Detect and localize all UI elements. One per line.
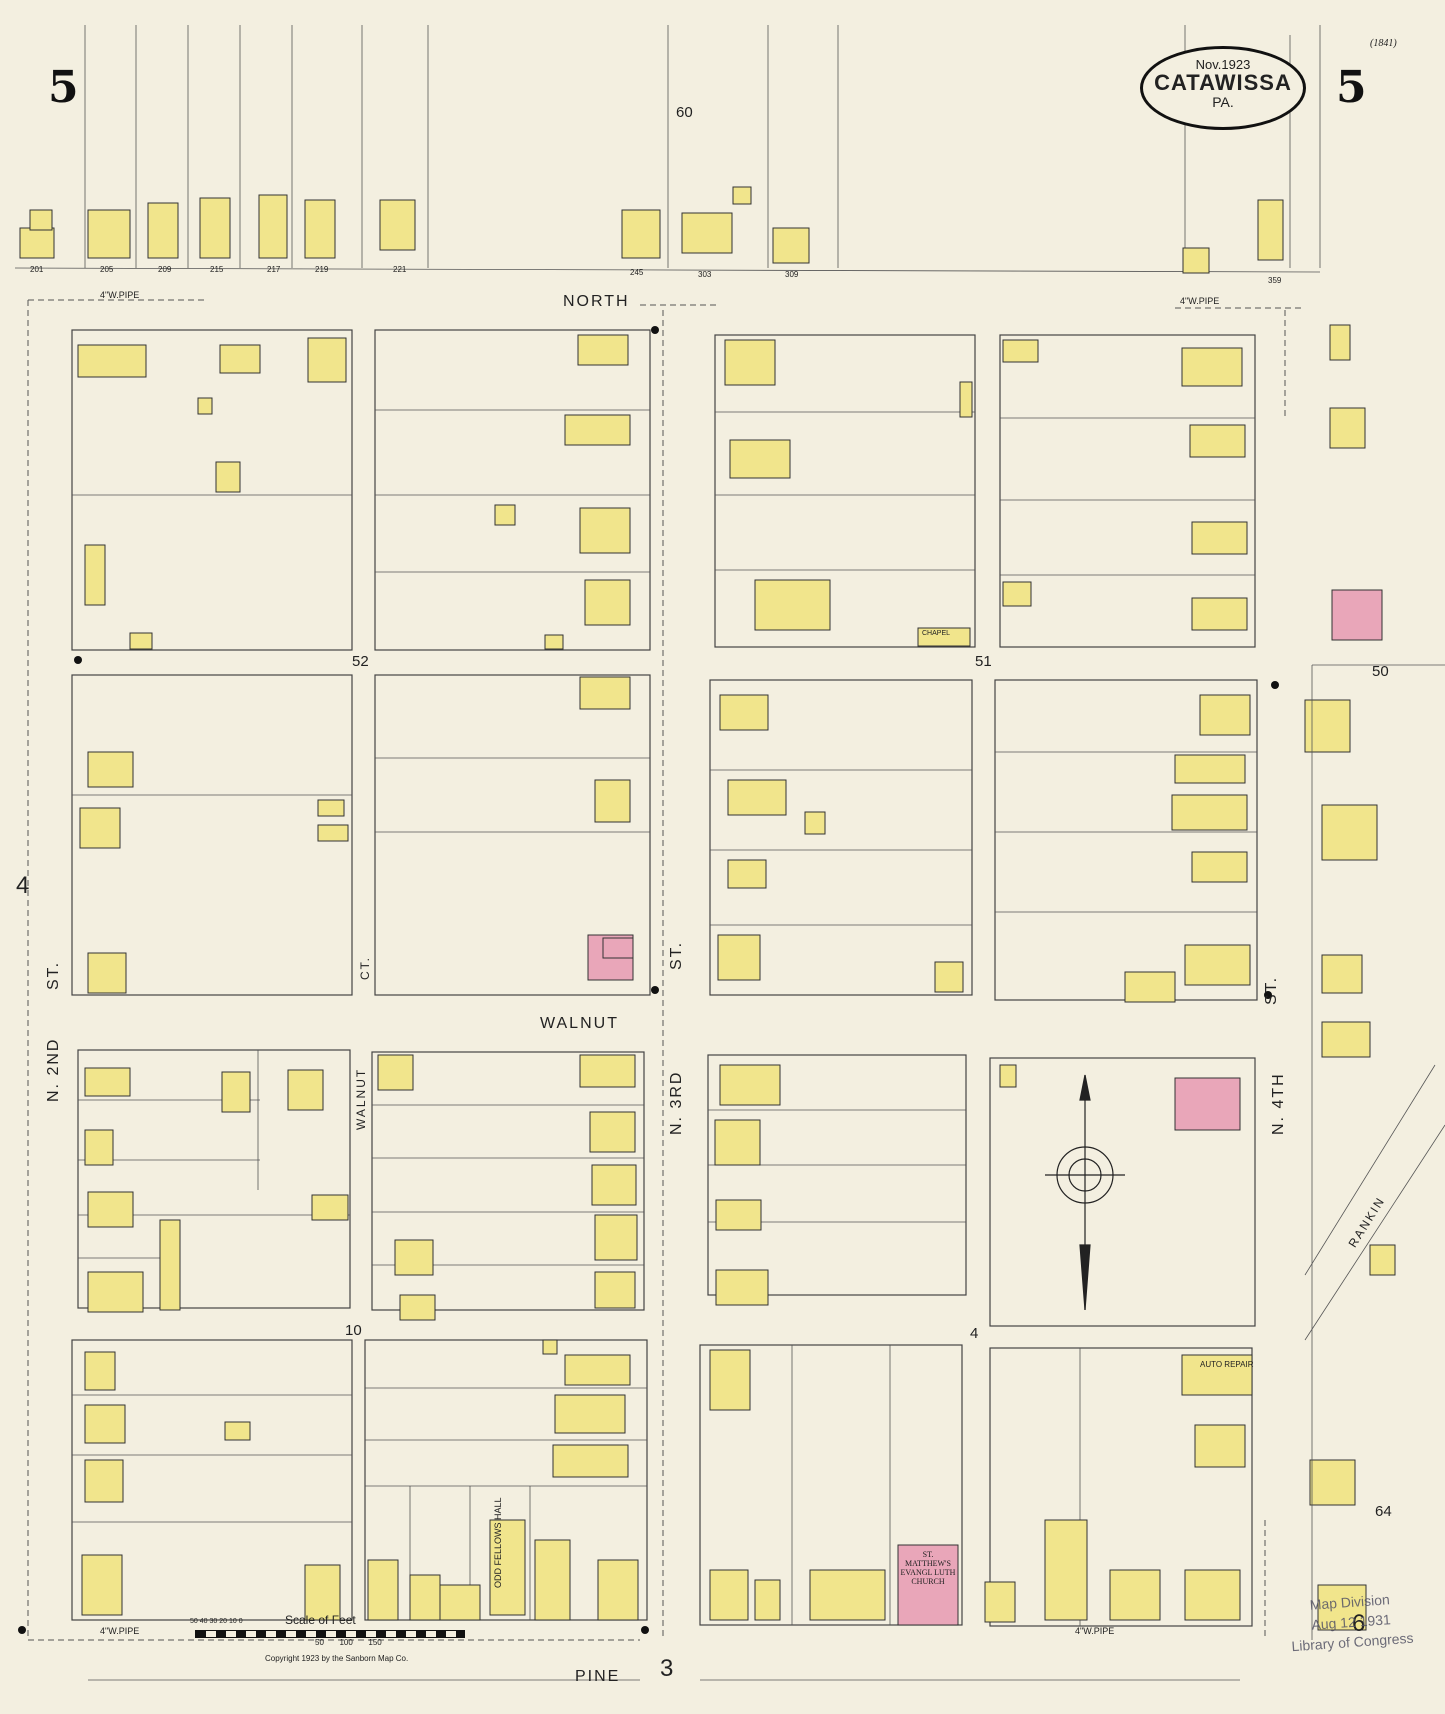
scale-ruler — [195, 1630, 465, 1638]
block-number: 10 — [345, 1322, 362, 1339]
scale-tick: 20 — [219, 1618, 228, 1625]
house-number: 303 — [698, 270, 712, 279]
street-n3rd-st: ST. — [668, 940, 685, 970]
house-number: 209 — [158, 265, 172, 274]
house-number: 221 — [393, 265, 407, 274]
street-north: NORTH — [563, 293, 630, 310]
pipe-label: 4"W.PIPE — [100, 1626, 140, 1636]
house-number: 205 — [100, 265, 114, 274]
street-pine: PINE — [575, 1668, 621, 1685]
street-walnut: WALNUT — [540, 1015, 619, 1032]
seal-state: PA. — [1212, 94, 1234, 110]
street-n2nd-st: ST. — [45, 960, 62, 990]
scale-tick: 50 — [190, 1618, 198, 1625]
brick-buildings — [587, 589, 1383, 1626]
adjoining-sheet-bottom: 3 — [660, 1655, 674, 1682]
library-stamp: Map Division Aug 12 1931 Library of Cong… — [1288, 1588, 1414, 1656]
block-number: 52 — [352, 653, 369, 670]
block-number: 50 — [1372, 663, 1389, 680]
sheet-ref: (1841) — [1370, 38, 1397, 49]
pipe-label: 4"W.PIPE — [1180, 296, 1220, 306]
water-pipes — [27, 299, 1305, 1641]
street-n2nd-name: N. 2ND — [45, 1037, 62, 1102]
street-walnut-ct-ct: CT. — [358, 956, 372, 980]
top-lot-lines — [14, 25, 1321, 273]
scale-tick: 50 — [315, 1638, 324, 1647]
scale-tick: 150 — [368, 1638, 382, 1647]
street-n4th-st: ST. — [1263, 975, 1280, 1005]
block-number: 51 — [975, 653, 992, 670]
sheet-number-right: 5 — [1336, 62, 1367, 113]
scale-tick: 100 — [339, 1638, 353, 1647]
auto-repair-label: AUTO REPAIR — [1200, 1360, 1254, 1369]
scale-label: Scale of Feet — [285, 1613, 356, 1627]
adjoining-sheet-left: 4 — [16, 872, 30, 899]
pipe-label: 4"W.PIPE — [1075, 1626, 1115, 1636]
house-number: 309 — [785, 270, 799, 279]
street-walnut-ct: WALNUT — [354, 1067, 368, 1130]
street-n2nd: N. 2ND — [45, 1038, 63, 1102]
seal-city: CATAWISSA — [1154, 70, 1292, 95]
chapel-label: CHAPEL — [922, 630, 951, 637]
scale-ticks: 50 40 30 20 10 0 — [190, 1618, 243, 1625]
title-seal: Nov.1923 CATAWISSA PA. — [1140, 46, 1306, 130]
seal-date: Nov.1923 — [1195, 57, 1251, 72]
scale-tick: 0 — [238, 1618, 243, 1625]
house-number: 219 — [315, 265, 329, 274]
house-number: 245 — [630, 268, 644, 277]
scale-tick: 10 — [229, 1618, 237, 1625]
scale-ticks-right: 50 100 150 — [315, 1638, 382, 1647]
house-number: 359 — [1268, 276, 1282, 285]
house-number: 217 — [267, 265, 281, 274]
pipe-label: 4"W.PIPE — [100, 290, 140, 300]
hydrants — [18, 326, 1279, 1634]
compass-rose-icon — [1045, 1074, 1125, 1311]
scale-bar: Scale of Feet 50 40 30 20 10 0 50 100 15… — [190, 1613, 465, 1647]
scale-tick: 40 — [199, 1618, 208, 1625]
house-number: 201 — [30, 265, 44, 274]
house-number: 215 — [210, 265, 224, 274]
block-number: 64 — [1375, 1503, 1392, 1520]
block-number: 60 — [676, 104, 693, 121]
block-number: 4 — [970, 1325, 979, 1342]
sheet-number-left: 5 — [48, 62, 79, 113]
hall-label: ODD FELLOWS HALL — [493, 1497, 503, 1588]
street-n4th: N. 4TH — [1270, 1072, 1287, 1135]
adjoining-sheet-right: 6 — [1352, 1610, 1366, 1637]
church-label: ST. MATTHEW'S EVANGL LUTH CHURCH — [900, 1550, 956, 1586]
street-n3rd: N. 3RD — [668, 1070, 685, 1135]
copyright: Copyright 1923 by the Sanborn Map Co. — [265, 1654, 409, 1663]
lot-lines — [72, 409, 1257, 1626]
dwellings — [19, 186, 1396, 1631]
scale-tick: 30 — [209, 1618, 218, 1625]
